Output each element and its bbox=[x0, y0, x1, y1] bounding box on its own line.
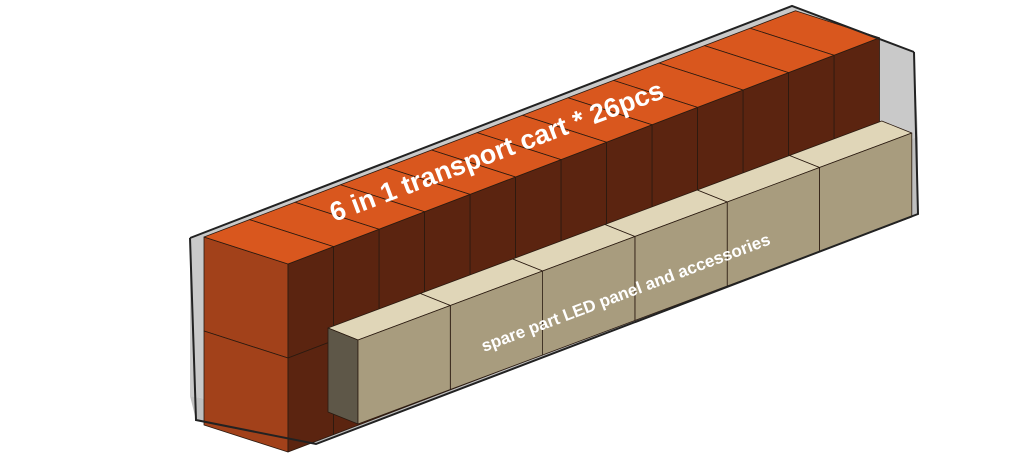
transport-cart-box bbox=[476, 114, 607, 255]
transport-cart-box bbox=[203, 330, 334, 453]
transport-cart-box bbox=[749, 10, 880, 150]
container-top-edge bbox=[189, 4, 915, 239]
container-left-edge bbox=[189, 51, 920, 446]
spare-box-front-face bbox=[357, 305, 451, 425]
spare-part-boxes bbox=[327, 120, 913, 425]
cart-side-face bbox=[287, 246, 334, 359]
spare-box-end-face bbox=[327, 327, 359, 425]
transport-cart-box bbox=[249, 201, 380, 342]
transport-cart-box bbox=[658, 45, 789, 185]
spare-part-box bbox=[789, 120, 913, 252]
container-outline bbox=[189, 4, 920, 446]
cart-top-face bbox=[203, 219, 334, 265]
spare-part-box bbox=[327, 293, 451, 425]
transport-cart-box bbox=[203, 219, 334, 359]
transport-cart-box bbox=[522, 97, 653, 237]
cart-side-face bbox=[287, 340, 334, 453]
spare-part-box bbox=[512, 224, 636, 356]
transport-cart-box bbox=[704, 27, 835, 168]
